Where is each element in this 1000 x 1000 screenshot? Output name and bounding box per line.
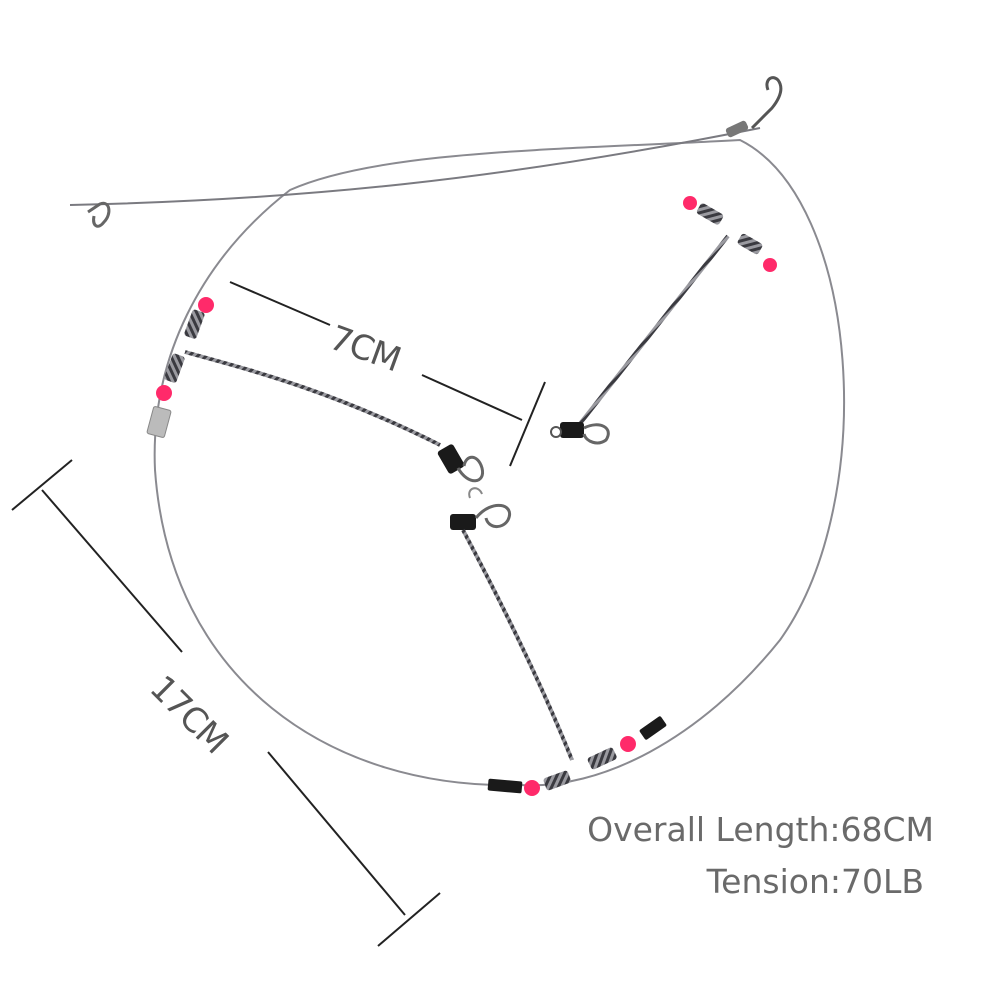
crimp-sleeve-icon (487, 778, 523, 794)
spring-icon (696, 203, 724, 225)
spring-icon (737, 233, 763, 255)
overall-length-label: Overall Length:68CM (587, 810, 934, 849)
bead-icon (620, 736, 636, 752)
leader-wire (69, 127, 761, 206)
spring-icon (164, 353, 185, 383)
main-wire-loop (153, 138, 846, 787)
snap-swivel-icon (550, 422, 610, 445)
bead-icon (524, 780, 540, 796)
tension-label: Tension:70LB (706, 862, 924, 901)
spring-icon (184, 309, 205, 339)
crimp-sleeve-icon (639, 716, 667, 740)
bead-icon (683, 196, 697, 210)
snap-swivel-icon (437, 444, 485, 483)
snap-swivel-icon (450, 487, 512, 530)
spring-icon (587, 747, 617, 770)
upper-right-branch (550, 196, 777, 445)
dimension-7cm (229, 281, 546, 467)
bead-icon (198, 297, 214, 313)
bead-icon (156, 385, 172, 401)
snap-swivel-icon (87, 201, 111, 228)
snap-swivel-icon (725, 76, 783, 138)
upper-left-branch (146, 297, 485, 483)
spring-icon (543, 770, 571, 791)
bead-icon (763, 258, 777, 272)
crimp-sleeve-icon (146, 406, 172, 438)
dimension-17cm (11, 459, 441, 947)
bottom-branch (450, 487, 667, 796)
